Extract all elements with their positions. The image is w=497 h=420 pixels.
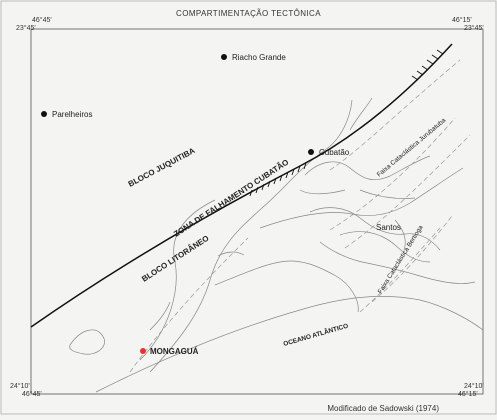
corner-bottom-left-lon: 46°45' (10, 391, 42, 399)
corner-top-left-lat: 23°45' (16, 25, 52, 33)
corner-bottom-right-lat: 24°10' (458, 383, 484, 391)
corner-bottom-right: 24°10' 46°15' (458, 383, 484, 399)
map-credit: Modificado de Sadowski (1974) (327, 404, 439, 413)
corner-top-left-lon: 46°45' (16, 17, 52, 25)
riacho-grande-marker[interactable] (221, 54, 227, 60)
riacho-grande-label: Riacho Grande (232, 53, 286, 62)
corner-bottom-left-lat: 24°10' (10, 383, 42, 391)
map-title: COMPARTIMENTAÇÃO TECTÔNICA (0, 9, 497, 18)
mongagua-marker[interactable] (140, 348, 146, 354)
cubatao-marker[interactable] (308, 149, 314, 155)
corner-top-right-lon: 46°15' (452, 17, 484, 25)
cubatao-label: Cubatão (319, 148, 350, 157)
corner-top-left: 46°45' 23°45' (16, 17, 52, 33)
corner-bottom-right-lon: 46°15' (458, 391, 484, 399)
mongagua-label: MONGAGUÁ (150, 347, 199, 356)
parelheiros-marker[interactable] (41, 111, 47, 117)
santos-label: Santos (376, 223, 401, 232)
corner-bottom-left: 24°10' 46°45' (10, 383, 42, 399)
parelheiros-label: Parelheiros (52, 110, 92, 119)
corner-top-right: 46°15' 23°45' (452, 17, 484, 33)
corner-top-right-lat: 23°45' (452, 25, 484, 33)
